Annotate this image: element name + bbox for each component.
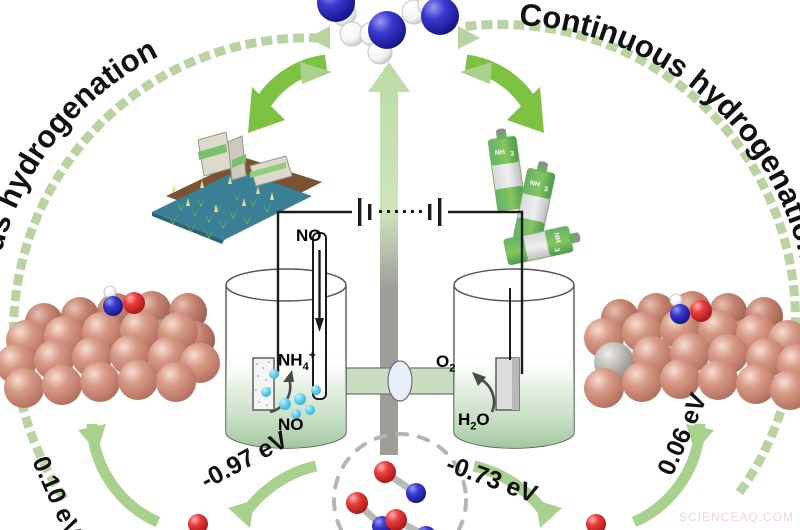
label-no-cathode: NO <box>278 415 304 434</box>
ammonia-molecule <box>401 0 459 35</box>
no-molecule <box>346 492 392 530</box>
no-molecule <box>385 509 434 530</box>
svg-text:3: 3 <box>552 247 560 252</box>
label-ammonium: NH4+ <box>278 348 316 374</box>
no-molecule-group <box>188 461 606 530</box>
ammonia-molecule-group <box>317 0 459 65</box>
adsorbed-hno-left <box>103 285 145 316</box>
label-oxygen: O2 <box>436 352 456 375</box>
anode-electrode <box>495 288 520 411</box>
no-molecule-right-edge <box>586 514 606 530</box>
cycle-arrow-right-outer <box>631 423 714 528</box>
svg-text:3: 3 <box>510 151 515 158</box>
svg-text:NH: NH <box>552 232 561 243</box>
pale-arrowhead-right <box>460 62 492 84</box>
green-arrow-top-left <box>248 54 328 133</box>
farm-scene <box>152 131 322 244</box>
svg-text:NH: NH <box>494 149 505 157</box>
svg-text:NH: NH <box>529 180 540 189</box>
arc-text-right: Continuous hydrogenation <box>518 0 800 264</box>
central-conversion-arrow <box>368 62 410 455</box>
electrochemical-cell <box>225 198 575 449</box>
pale-arrowhead-left <box>300 62 332 84</box>
catalyst-slab-left <box>0 285 220 408</box>
label-no-inlet: NO <box>296 226 322 245</box>
no-molecule <box>374 461 426 503</box>
label-water: H2O <box>458 410 490 433</box>
no-bubbles <box>261 369 321 419</box>
ammonia-cylinder: NH 3 <box>487 128 526 212</box>
cycle-arrow-left-inner <box>228 460 318 528</box>
adsorbed-hno-right <box>669 293 712 324</box>
ammonia-molecule <box>359 11 406 65</box>
cycle-arrow-left-outer <box>78 423 161 528</box>
cathode-electrode <box>252 357 275 411</box>
arc-label-right-text: Continuous hydrogenation <box>518 0 800 264</box>
svg-text:Continuous hydrogenation: Continuous hydrogenation <box>518 0 800 264</box>
green-arrow-top-right <box>464 54 544 133</box>
no-molecule-left-edge <box>188 514 208 530</box>
no-pool-dashed-circle <box>332 432 468 530</box>
battery-symbol <box>358 198 442 226</box>
watermark: SCIENCEAQ.COM <box>678 510 794 524</box>
cycle-arrow-right-inner <box>472 460 562 528</box>
ammonia-molecule <box>317 0 365 47</box>
gas-inlet-tube <box>312 232 327 400</box>
svg-text:3: 3 <box>543 186 548 194</box>
catalyst-slab-right <box>584 291 800 410</box>
